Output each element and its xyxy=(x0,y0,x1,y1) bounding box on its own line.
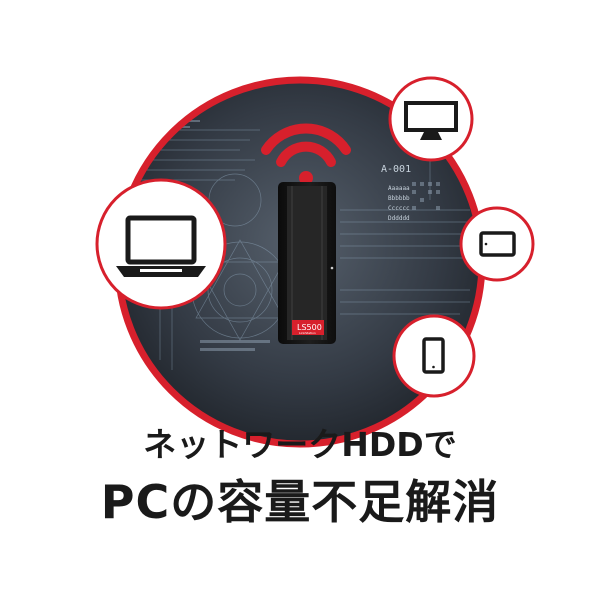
smartphone-bubble xyxy=(392,314,476,398)
monitor-bubble xyxy=(388,76,474,162)
wifi-icon xyxy=(261,123,351,185)
screen-row-label: Aaaaaa xyxy=(388,185,410,192)
device-model-label: LS500 xyxy=(297,323,322,332)
tablet-bubble xyxy=(459,206,535,282)
screen-row-label: Cccccc xyxy=(388,205,410,212)
headline-title: PCの容量不足解消 xyxy=(100,475,500,529)
smartphone-icon xyxy=(422,337,445,374)
monitor-icon xyxy=(404,101,458,140)
screen-row-label: Bbbbbb xyxy=(388,195,410,202)
laptop-icon xyxy=(116,215,206,277)
headline-subtitle: ネットワークHDDで xyxy=(143,425,457,464)
device-model-sublabel: LinkStation xyxy=(299,331,316,335)
tablet-icon xyxy=(479,231,516,257)
screen-row-label: Dddddd xyxy=(388,215,410,222)
laptop-bubble xyxy=(95,178,227,310)
screen-code-label: A-001 xyxy=(381,164,411,175)
nas-device: LS500 LinkStation xyxy=(278,182,336,344)
